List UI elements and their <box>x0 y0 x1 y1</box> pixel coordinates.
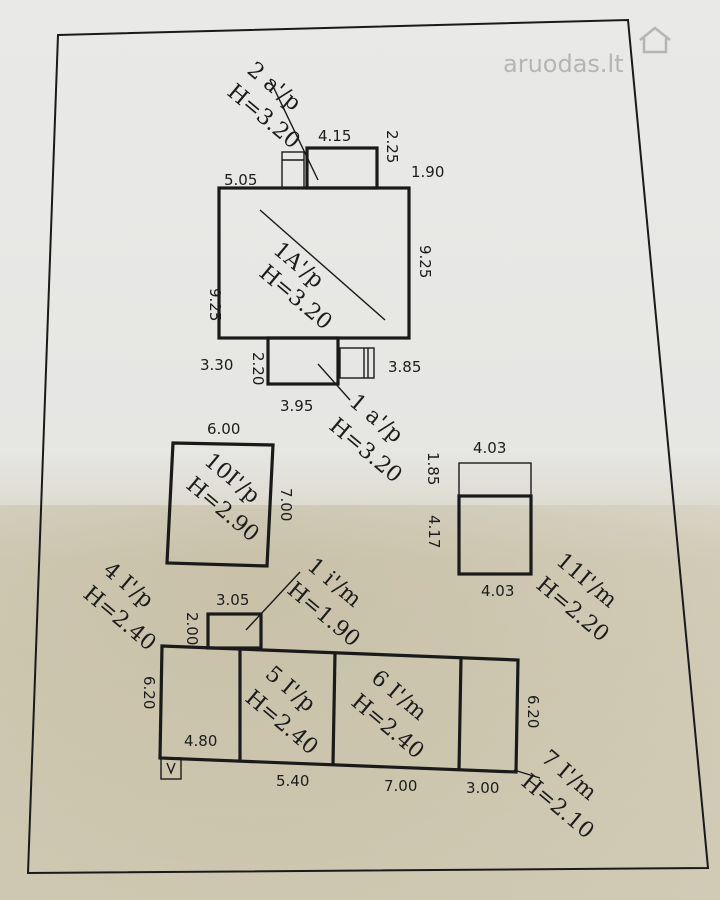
building-10i-dim-width: 6.00 <box>207 420 240 438</box>
building-1i-dim-width: 3.05 <box>216 591 249 609</box>
building-11i-dim-top-width: 4.03 <box>473 439 506 457</box>
house-icon <box>639 26 671 54</box>
building-4-step <box>160 757 182 780</box>
building-11i-dim-bottom-width: 4.03 <box>481 582 514 600</box>
building-11i-outline <box>457 494 533 576</box>
building-2a: 2 a'/p H=3.20 4.15 2.25 1.90 <box>222 57 444 190</box>
building-6-dim-width: 7.00 <box>384 777 417 795</box>
building-2a-dim-width: 4.15 <box>318 127 351 145</box>
building-7-dim-width: 3.00 <box>466 779 499 797</box>
building-2a-leader <box>269 79 319 181</box>
building-11i-canopy <box>458 462 532 497</box>
building-2a-dim-side: 1.90 <box>411 163 444 181</box>
building-1i-dim-depth: 2.00 <box>183 612 201 645</box>
building-1a-annex-leader <box>317 363 351 401</box>
wall-6-7 <box>457 657 463 771</box>
plan-border <box>26 18 710 875</box>
building-10i: 6.00 7.00 10I'/p H=2.90 <box>165 420 295 568</box>
building-1a-dim-bottom-right: 3.85 <box>388 358 421 376</box>
building-1a-annex-steps <box>339 347 375 379</box>
building-7-dim-height: 6.20 <box>524 695 542 728</box>
building-1a-annex-outline <box>266 336 340 386</box>
building-2a-dim-depth: 2.25 <box>383 130 401 163</box>
aruodas-watermark: aruodas.lt <box>503 26 671 78</box>
building-2a-outline <box>305 146 379 190</box>
watermark-text: aruodas.lt <box>503 50 624 78</box>
building-4-step-mark <box>166 762 176 775</box>
building-11i: 4.03 1.85 4.17 4.03 11I'/m H=2.20 <box>424 439 622 647</box>
building-1a: 1A'/p H=3.20 9.25 9.25 5.05 3.30 3.85 <box>200 171 434 376</box>
building-1a-dim-top-left: 5.05 <box>224 171 257 189</box>
bottom-building-row: 4 I'/p H=2.40 6.20 4.80 3.05 2.00 1 i'/m… <box>78 553 601 844</box>
building-10i-outline <box>165 441 275 568</box>
building-11i-dim-top-depth: 1.85 <box>424 452 442 485</box>
building-10i-dim-depth: 7.00 <box>277 488 295 521</box>
building-4-dim-height: 6.20 <box>140 676 158 709</box>
building-1a-diagonal <box>259 209 386 321</box>
building-1a-dim-left: 9.25 <box>206 288 224 321</box>
building-7-leader <box>513 769 541 779</box>
building-1a-dim-bottom-left: 3.30 <box>200 356 233 374</box>
bottom-row-outline <box>158 644 520 774</box>
building-1a-annex-dim-width: 3.95 <box>280 397 313 415</box>
building-4-dim-width: 4.80 <box>184 732 217 750</box>
building-1i-outline <box>206 612 263 650</box>
building-11i-dim-depth: 4.17 <box>425 515 443 548</box>
wall-5-6 <box>331 652 337 765</box>
building-5-dim-width: 5.40 <box>276 772 309 790</box>
building-1a-dim-right: 9.25 <box>416 245 434 278</box>
building-1a-annex-dim-depth: 2.20 <box>249 352 267 385</box>
building-1i-leader <box>245 571 301 631</box>
building-2a-porch <box>281 151 305 189</box>
